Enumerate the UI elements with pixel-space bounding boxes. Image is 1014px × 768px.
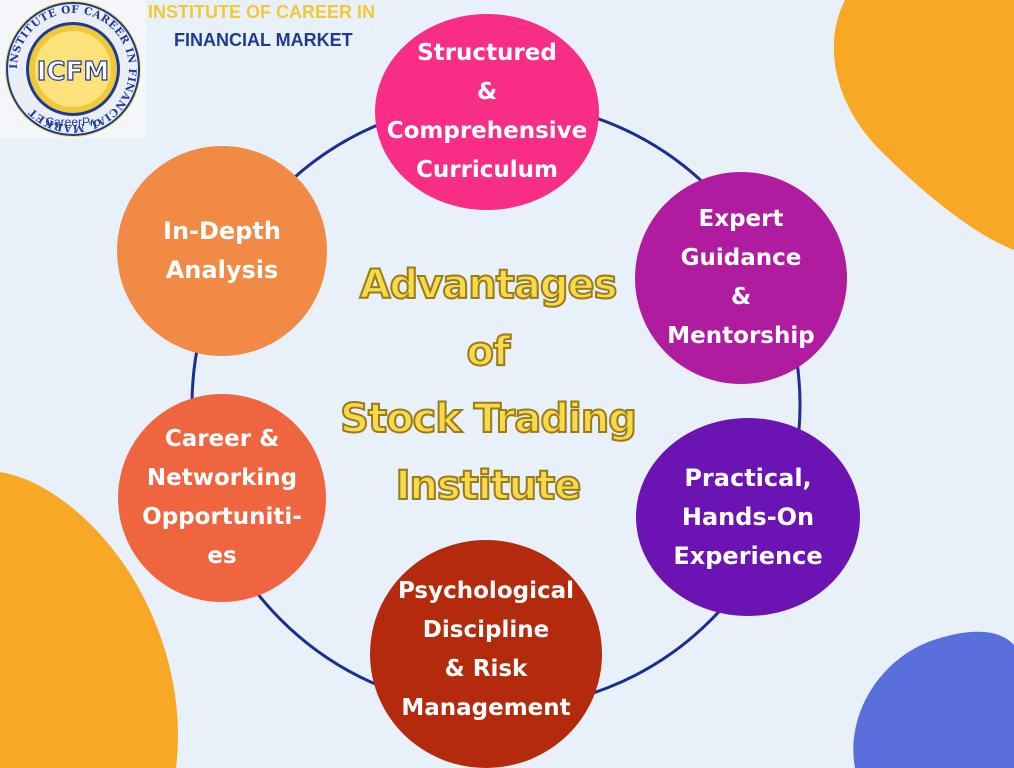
node-label: Experience [673,541,823,570]
node-label: Hands-On [681,502,815,531]
node-in-depth-analysis: In-Depth Analysis [117,146,327,356]
orange-blob-bottom-left [0,472,178,768]
title-line: Institute [395,462,583,510]
node-label: Networking [146,465,298,491]
node-label: & Risk [444,656,528,682]
node-label: & [476,79,498,105]
logo-monogram: ICFM [37,57,109,87]
node-label: Psychological [397,578,574,604]
node-label: Opportuniti- [142,504,302,530]
node-label: Practical, [684,463,812,492]
node-expert-guidance: Expert Guidance & Mentorship [635,172,847,384]
node-label: Analysis [165,256,279,284]
blue-blob-bottom-right [853,631,1014,768]
node-label: Expert [698,206,784,232]
header-line-2: FINANCIAL MARKET [174,30,353,50]
orange-blob-top-right [833,0,1014,250]
diagram-title: Advantages of Stock Trading Institute [318,252,658,520]
header-line-1: INSTITUTE OF CAREER IN [148,2,376,22]
node-label: Guidance [680,245,802,271]
node-label: & [730,284,752,310]
node-label: Mentorship [667,323,815,349]
title-line: Stock Trading [339,395,638,443]
node-label: In-Depth [163,217,281,245]
icfm-logo-seal: INSTITUTE OF CAREER IN FINANCIAL MARKET … [5,1,141,137]
node-psychological-discipline: Psychological Discipline & Risk Manageme… [370,540,602,768]
node-practical-experience: Practical, Hands-On Experience [636,418,860,616]
node-label: Management [401,695,571,721]
node-label: Career & [164,426,280,452]
node-career-networking: Career & Networking Opportuniti- es [118,394,326,602]
logo-subtext: CareerPro [45,115,101,129]
node-structured-curriculum: Structured & Comprehensive Curriculum [375,14,599,210]
node-label: Curriculum [415,157,559,183]
node-label: Structured [417,40,557,66]
node-label: Comprehensive [386,118,588,144]
node-label: es [207,543,237,569]
title-line: Advantages [359,261,619,309]
logo-panel: INSTITUTE OF CAREER IN FINANCIAL MARKET … [0,0,146,138]
node-label: Discipline [422,617,550,643]
title-line: of [466,328,512,376]
